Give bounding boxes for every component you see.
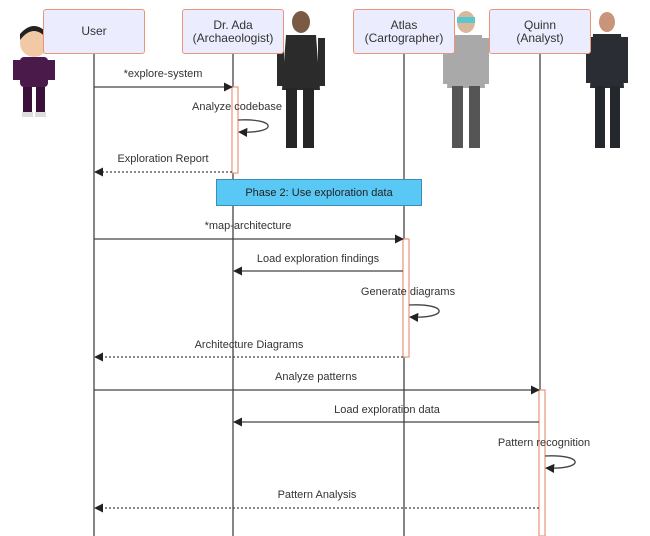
participant-role: (Cartographer) (364, 30, 444, 45)
message-label: Exploration Report (117, 153, 209, 165)
message-label: Analyze patterns (275, 371, 357, 383)
participant-name: Quinn (523, 17, 557, 32)
message-label: Architecture Diagrams (194, 339, 304, 351)
participant-user[interactable]: User (43, 9, 145, 54)
participant-name: User (81, 24, 107, 38)
avatar-atlas (443, 11, 489, 148)
participant-quinn[interactable]: Quinn (Analyst) (489, 9, 591, 54)
participant-role: (Analyst) (516, 30, 564, 45)
message-label: Pattern Analysis (277, 489, 357, 501)
participant-name: Atlas (390, 17, 418, 32)
activation-bar (538, 389, 546, 536)
self-message-arrow (544, 455, 576, 473)
participant-atlas[interactable]: Atlas (Cartographer) (353, 9, 455, 54)
self-message-arrow (237, 119, 269, 137)
message-label: Analyze codebase (192, 101, 282, 113)
message-label: Pattern recognition (497, 437, 591, 449)
participant-role: (Archaeologist) (192, 30, 274, 45)
message-label: Load exploration findings (256, 253, 380, 265)
activation-bar (402, 238, 410, 358)
participant-name: Dr. Ada (213, 17, 253, 32)
self-message-arrow (408, 304, 440, 322)
avatar-user (13, 26, 55, 117)
message-label: Load exploration data (334, 404, 440, 416)
activation-bar (231, 86, 239, 174)
message-label: *map-architecture (204, 220, 292, 232)
message-label: *explore-system (123, 68, 203, 80)
phase-note: Phase 2: Use exploration data (216, 179, 422, 206)
phase-note-text: Phase 2: Use exploration data (245, 186, 393, 199)
avatar-ada (277, 11, 325, 148)
participant-ada[interactable]: Dr. Ada (Archaeologist) (182, 9, 284, 54)
message-label: Generate diagrams (360, 286, 456, 298)
avatar-quinn (586, 12, 628, 148)
